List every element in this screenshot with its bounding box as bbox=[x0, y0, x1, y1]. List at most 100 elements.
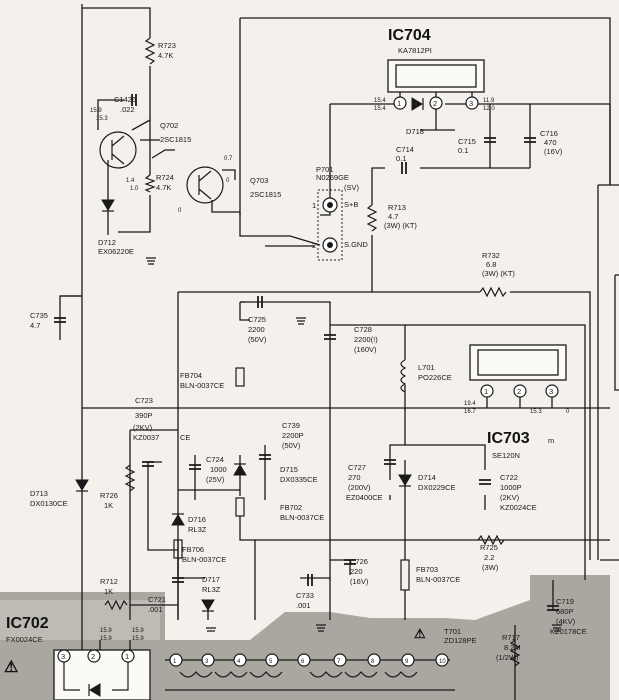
c722-ref: C722 bbox=[500, 473, 518, 482]
ic703-suffix: m bbox=[548, 436, 554, 445]
ic702-pin3: 3 bbox=[61, 652, 65, 661]
r717-val: 8.2M bbox=[504, 643, 521, 652]
ic702-part: FX0024CE bbox=[6, 635, 43, 644]
c1426-v1: 15.9 bbox=[90, 108, 102, 114]
r732-rating: (3W) (KT) bbox=[482, 269, 515, 278]
p701-note: (SV) bbox=[344, 183, 360, 192]
ic703-v1b: 16.7 bbox=[464, 409, 476, 415]
c727-rating: (200V) bbox=[348, 483, 371, 492]
fb702-symbol bbox=[235, 497, 245, 517]
c723-ref: C723 bbox=[135, 396, 153, 405]
ground-symbols bbox=[146, 257, 562, 632]
fb703-part: BLN-0037CE bbox=[416, 575, 460, 584]
t701-warning-icon: ⚠ bbox=[414, 626, 426, 641]
p701-pin1: 1 bbox=[312, 201, 316, 210]
fb704-part: BLN-0037CE bbox=[180, 381, 224, 390]
l701-part: PO226CE bbox=[418, 373, 452, 382]
c723-val: 390P bbox=[135, 411, 153, 420]
r724-v1: 1.4 bbox=[126, 178, 135, 184]
c727-ref: C727 bbox=[348, 463, 366, 472]
c726-ref: C726 bbox=[350, 557, 368, 566]
t701-pin-label: 6 bbox=[301, 659, 305, 665]
c733-ref: C733 bbox=[296, 591, 314, 600]
r713-val: 4.7 bbox=[388, 212, 398, 221]
c723-part: KZ0037 bbox=[133, 433, 159, 442]
p701-pin1-label: S+B bbox=[344, 200, 358, 209]
ic702-regulator: IC702 FX0024CE ⚠ 3 2 1 15.9 15.9 15.9 15… bbox=[4, 615, 151, 700]
c1426-symbol bbox=[131, 94, 137, 106]
ic704-v2: 11.9 bbox=[483, 98, 495, 104]
c716-ref: C716 bbox=[540, 129, 558, 138]
ic703-pin2: 2 bbox=[517, 387, 521, 396]
component-labels: R723 4.7K C1426 .022 15.9 15.3 Q702 2SC1… bbox=[30, 41, 587, 662]
p701-pin2: 2 bbox=[312, 241, 316, 250]
c727-symbol bbox=[384, 459, 396, 465]
c728-val: 2200(!) bbox=[354, 335, 378, 344]
c739-symbol bbox=[259, 454, 271, 460]
transistors bbox=[99, 131, 224, 204]
c735-symbol bbox=[54, 317, 66, 323]
t701-pin bbox=[367, 653, 381, 667]
ic704-v1b: 15.4 bbox=[374, 106, 386, 112]
ic704-v1: 15.4 bbox=[374, 98, 386, 104]
c725-symbol bbox=[257, 296, 263, 308]
r725-rating: (3W) bbox=[482, 563, 499, 572]
d714-symbol bbox=[398, 474, 412, 486]
c728-ref: C728 bbox=[354, 325, 372, 334]
r724-v4: 0 bbox=[178, 208, 182, 214]
d712-ref: D712 bbox=[98, 238, 116, 247]
r713-ref: R713 bbox=[388, 203, 406, 212]
t701-pin-label: 8 bbox=[371, 659, 375, 665]
c715-symbol bbox=[484, 137, 496, 143]
d714-ref: D714 bbox=[418, 473, 436, 482]
resistors bbox=[104, 37, 521, 667]
c722-symbol bbox=[479, 479, 491, 485]
q703-ref: Q703 bbox=[250, 176, 268, 185]
ic704-regulator: IC704 KA7812PI 1 2 3 15.4 15.4 11.9 12.0 bbox=[374, 27, 495, 112]
d715-part: DX0335CE bbox=[280, 475, 318, 484]
r725-ref: R725 bbox=[480, 543, 498, 552]
q703-part: 2SC1815 bbox=[250, 190, 281, 199]
ic704-part: KA7812PI bbox=[398, 46, 432, 55]
ferrite-beads bbox=[173, 367, 410, 591]
c1426-ref: C1426 bbox=[114, 95, 136, 104]
ic702-v3: 15.9 bbox=[132, 628, 144, 634]
ic703-v2: 15.3 bbox=[530, 409, 542, 415]
d718-ref: D718 bbox=[406, 127, 424, 136]
t701-ref: T701 bbox=[444, 627, 461, 636]
d713-part: DX0130CE bbox=[30, 499, 68, 508]
c735-ref: C735 bbox=[30, 311, 48, 320]
t701-pin-label: 10 bbox=[439, 659, 446, 665]
d712-part: EX06220E bbox=[98, 247, 134, 256]
capacitors bbox=[54, 94, 559, 611]
r723-ref: R723 bbox=[158, 41, 176, 50]
d713-ref: D713 bbox=[30, 489, 48, 498]
c727-part: EZ0400CE bbox=[346, 493, 383, 502]
ic703-pin1: 1 bbox=[484, 387, 488, 396]
fb703-ref: FB703 bbox=[416, 565, 438, 574]
fb706-part: BLN-0037CE bbox=[182, 555, 226, 564]
r726-symbol bbox=[124, 464, 136, 492]
c723-symbol bbox=[142, 461, 154, 467]
c735-val: 4.7 bbox=[30, 321, 40, 330]
c725-rating: (50V) bbox=[248, 335, 267, 344]
r712-symbol bbox=[104, 599, 128, 611]
r724-v3: 0.7 bbox=[224, 156, 233, 162]
c728-rating: (160V) bbox=[354, 345, 377, 354]
c724-symbol bbox=[189, 464, 201, 470]
ic703-v1: 19.4 bbox=[464, 401, 476, 407]
c1426-val: .022 bbox=[120, 105, 135, 114]
d717-part: RL3Z bbox=[202, 585, 221, 594]
c722-part: KZ0024CE bbox=[500, 503, 537, 512]
ic703-name: IC703 bbox=[487, 430, 530, 447]
c726-rating: (16V) bbox=[350, 577, 369, 586]
fb706-symbol bbox=[173, 539, 183, 559]
d715-symbol bbox=[233, 464, 247, 476]
ic702-v2: 15.9 bbox=[100, 636, 112, 642]
c739-ref: C739 bbox=[282, 421, 300, 430]
c716-symbol bbox=[524, 137, 536, 143]
t701-pin bbox=[297, 653, 311, 667]
l701-ref: L701 bbox=[418, 363, 435, 372]
ic703-part: SE120N bbox=[492, 451, 520, 460]
ic703-pin3: 3 bbox=[549, 387, 553, 396]
